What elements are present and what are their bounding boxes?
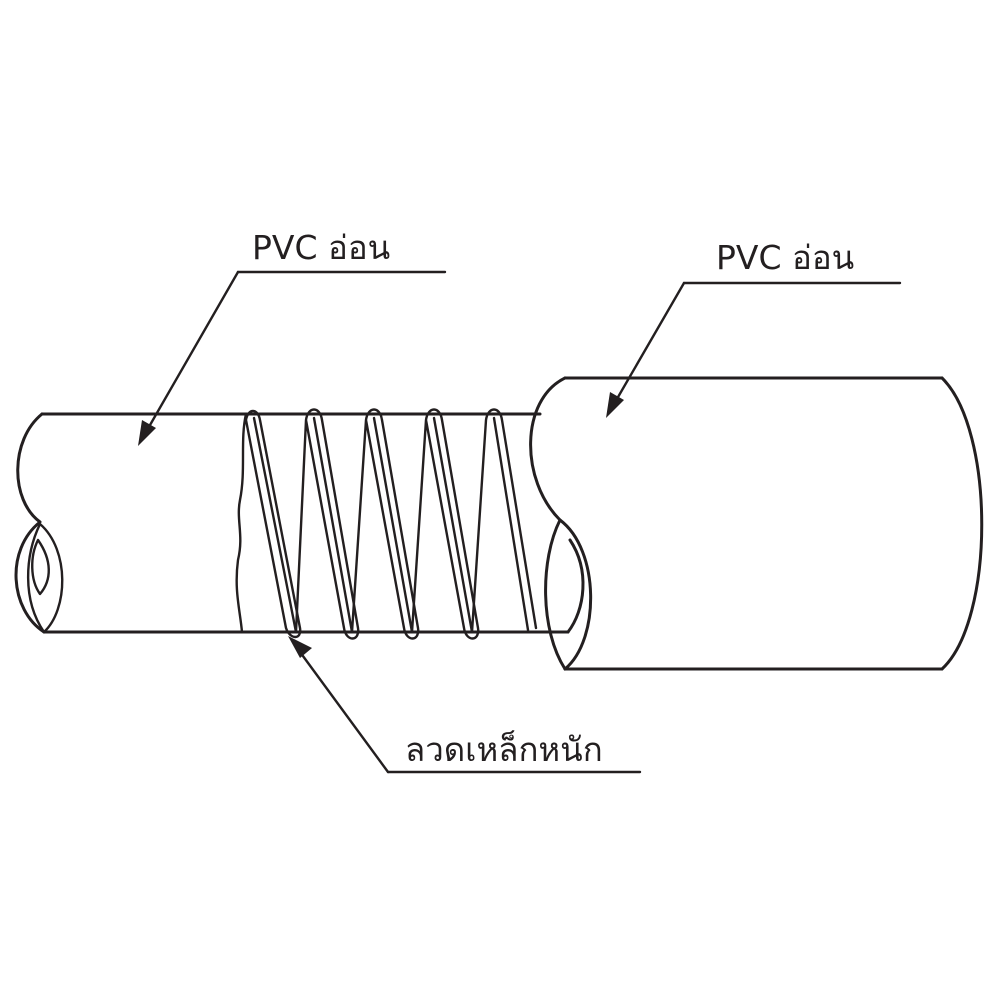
leader-left-arrowhead bbox=[138, 420, 156, 446]
leader-bottom bbox=[288, 636, 642, 774]
wire-coil-3-inner bbox=[372, 416, 414, 634]
wire-coil-2-inner bbox=[312, 416, 354, 634]
outer-jacket bbox=[529, 376, 984, 671]
leader-right-line bbox=[612, 281, 686, 406]
wire-coil-4-inner bbox=[432, 416, 474, 634]
wire-coil-1 bbox=[244, 409, 302, 639]
wire-section-cut-edge bbox=[235, 412, 248, 634]
inner-hose bbox=[14, 412, 585, 634]
outer-jacket-cut-edge bbox=[529, 376, 593, 671]
leader-left bbox=[138, 270, 447, 446]
wire-coil-2 bbox=[294, 408, 360, 640]
outer-jacket-end bbox=[940, 376, 984, 671]
outer-jacket-inner-cut bbox=[544, 518, 567, 671]
leader-right bbox=[606, 281, 902, 418]
wire-coil-5 bbox=[470, 408, 538, 634]
label-pvc-right: PVC อ่อน bbox=[716, 238, 855, 277]
steel-wire-helix bbox=[244, 408, 538, 640]
label-pvc-left: PVC อ่อน bbox=[252, 228, 391, 267]
inner-hose-broken-end bbox=[14, 412, 46, 634]
leader-left-line bbox=[144, 270, 240, 434]
wire-coil-3 bbox=[350, 408, 420, 640]
wire-coil-1-inner bbox=[252, 416, 298, 634]
label-steel-wire: ลวดเหล็กหนัก bbox=[405, 730, 603, 769]
inner-hose-end-detail bbox=[31, 538, 50, 596]
leader-bottom-arrowhead bbox=[288, 636, 312, 658]
leader-right-arrowhead bbox=[606, 392, 624, 418]
inner-hose-step-curve bbox=[566, 538, 585, 634]
wire-coil-5-inner bbox=[492, 416, 530, 632]
wire-coil-4 bbox=[410, 408, 480, 640]
inner-hose-end-opening bbox=[27, 522, 64, 634]
leader-bottom-line bbox=[298, 650, 390, 774]
